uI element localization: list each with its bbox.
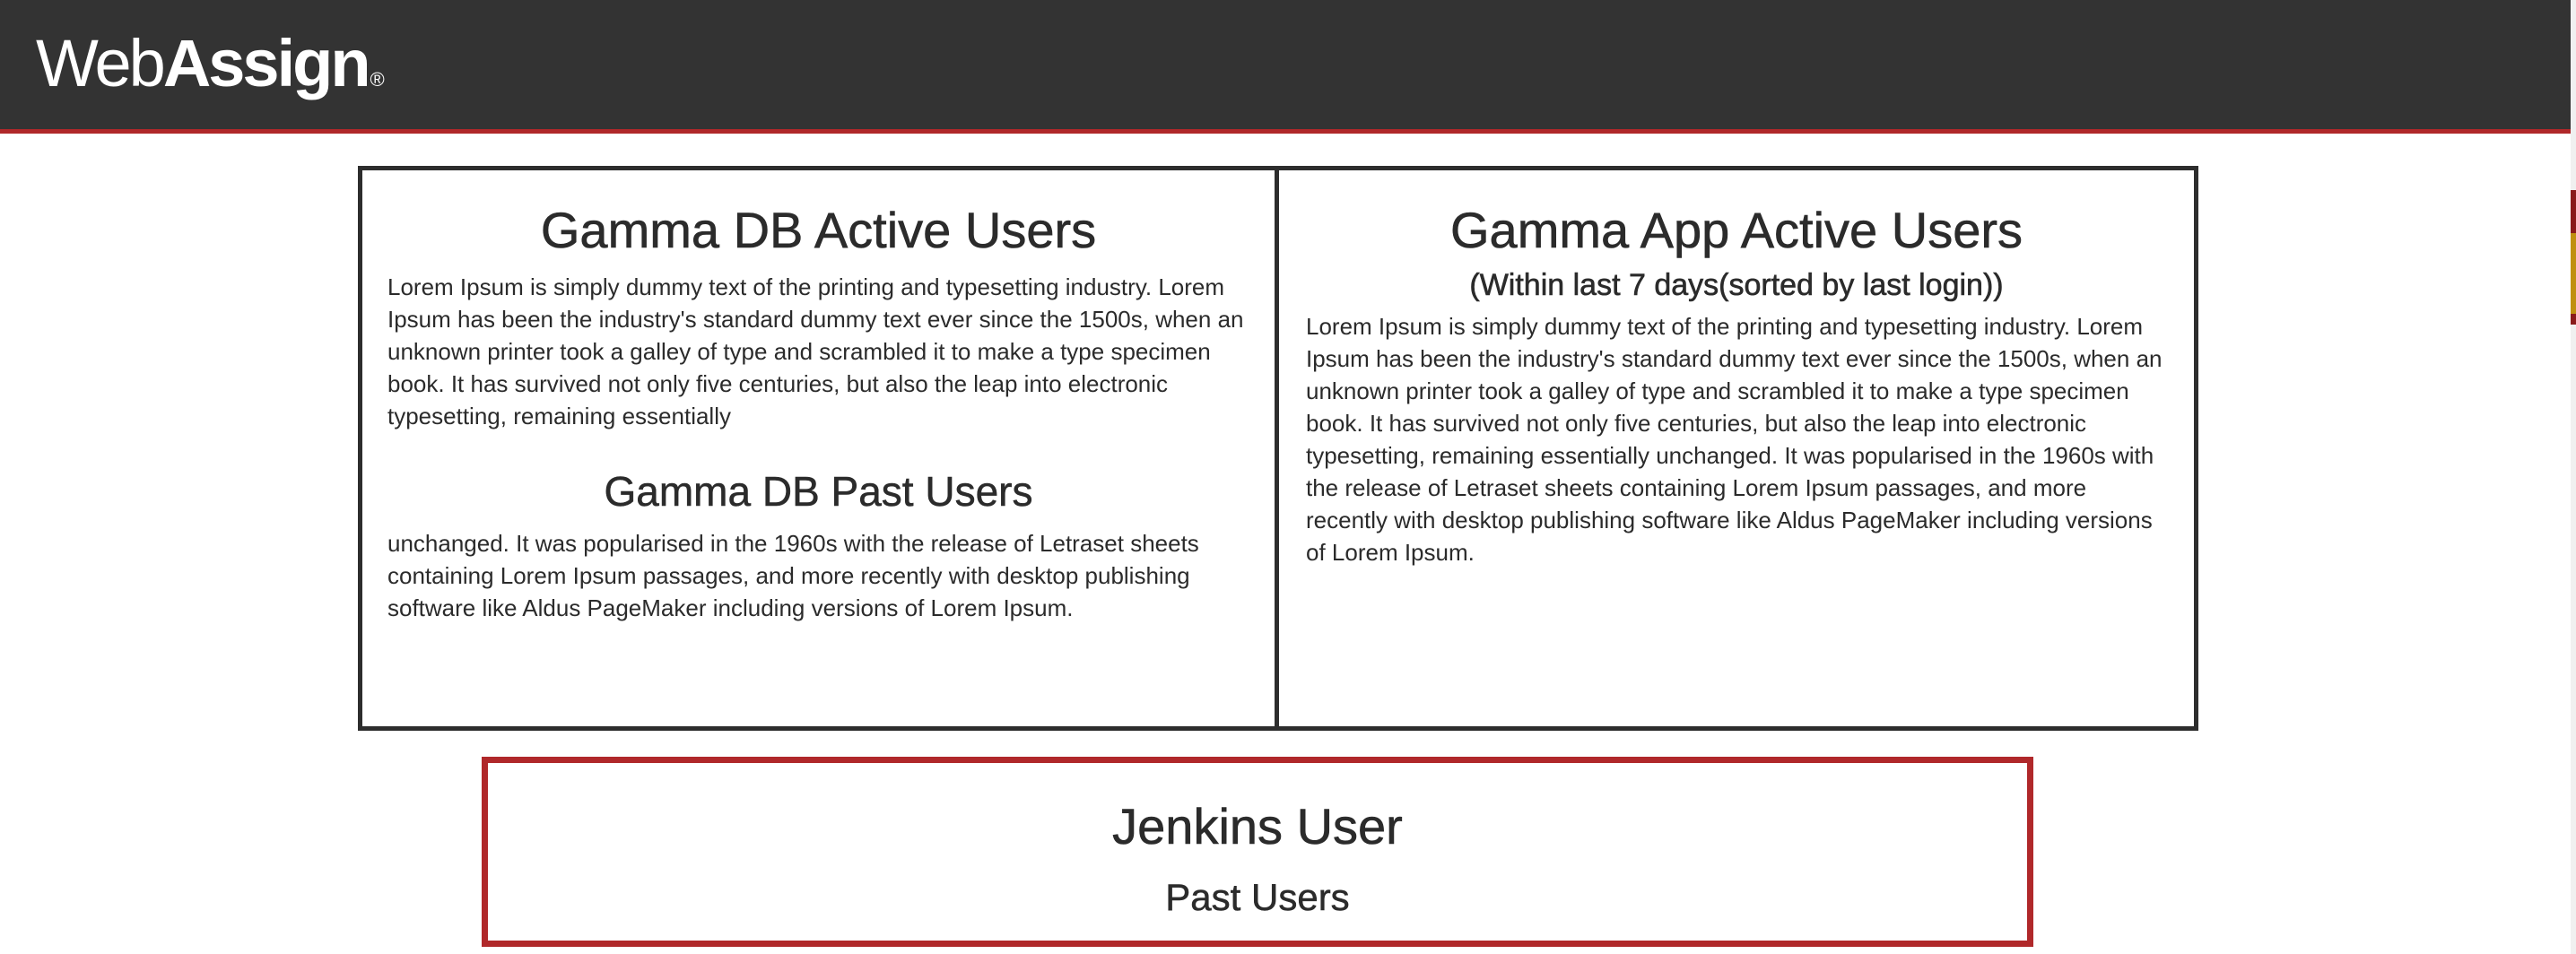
user-panels: Gamma DB Active Users Lorem Ipsum is sim… bbox=[358, 166, 2198, 731]
gamma-db-past-text: unchanged. It was popularised in the 196… bbox=[387, 530, 1199, 621]
gamma-app-panel: Gamma App Active Users (Within last 7 da… bbox=[1279, 170, 2194, 726]
gamma-db-panel: Gamma DB Active Users Lorem Ipsum is sim… bbox=[362, 170, 1279, 726]
logo-text-web: Web bbox=[36, 26, 166, 100]
webassign-logo[interactable]: WebAssign® bbox=[36, 23, 385, 120]
edge-strip-gold bbox=[2571, 233, 2576, 314]
gamma-app-subtitle: (Within last 7 days(sorted by last login… bbox=[1469, 268, 2004, 303]
gamma-db-active-text: Lorem Ipsum is simply dummy text of the … bbox=[387, 273, 1244, 429]
jenkins-user-title: Jenkins User bbox=[1112, 798, 1403, 855]
jenkins-past-users-title: Past Users bbox=[1165, 876, 1350, 919]
top-header: WebAssign® bbox=[0, 0, 2571, 134]
gamma-db-active-title: Gamma DB Active Users bbox=[540, 202, 1097, 259]
registered-mark: ® bbox=[370, 68, 385, 91]
gamma-app-active-text: Lorem Ipsum is simply dummy text of the … bbox=[1306, 313, 2163, 566]
gamma-db-past-title: Gamma DB Past Users bbox=[604, 468, 1033, 516]
window-edge-strip bbox=[2571, 0, 2576, 954]
gamma-app-active-title: Gamma App Active Users bbox=[1449, 202, 2023, 259]
logo-text-assign: Assign bbox=[162, 26, 371, 100]
jenkins-user-panel: Jenkins User Past Users bbox=[482, 757, 2033, 947]
